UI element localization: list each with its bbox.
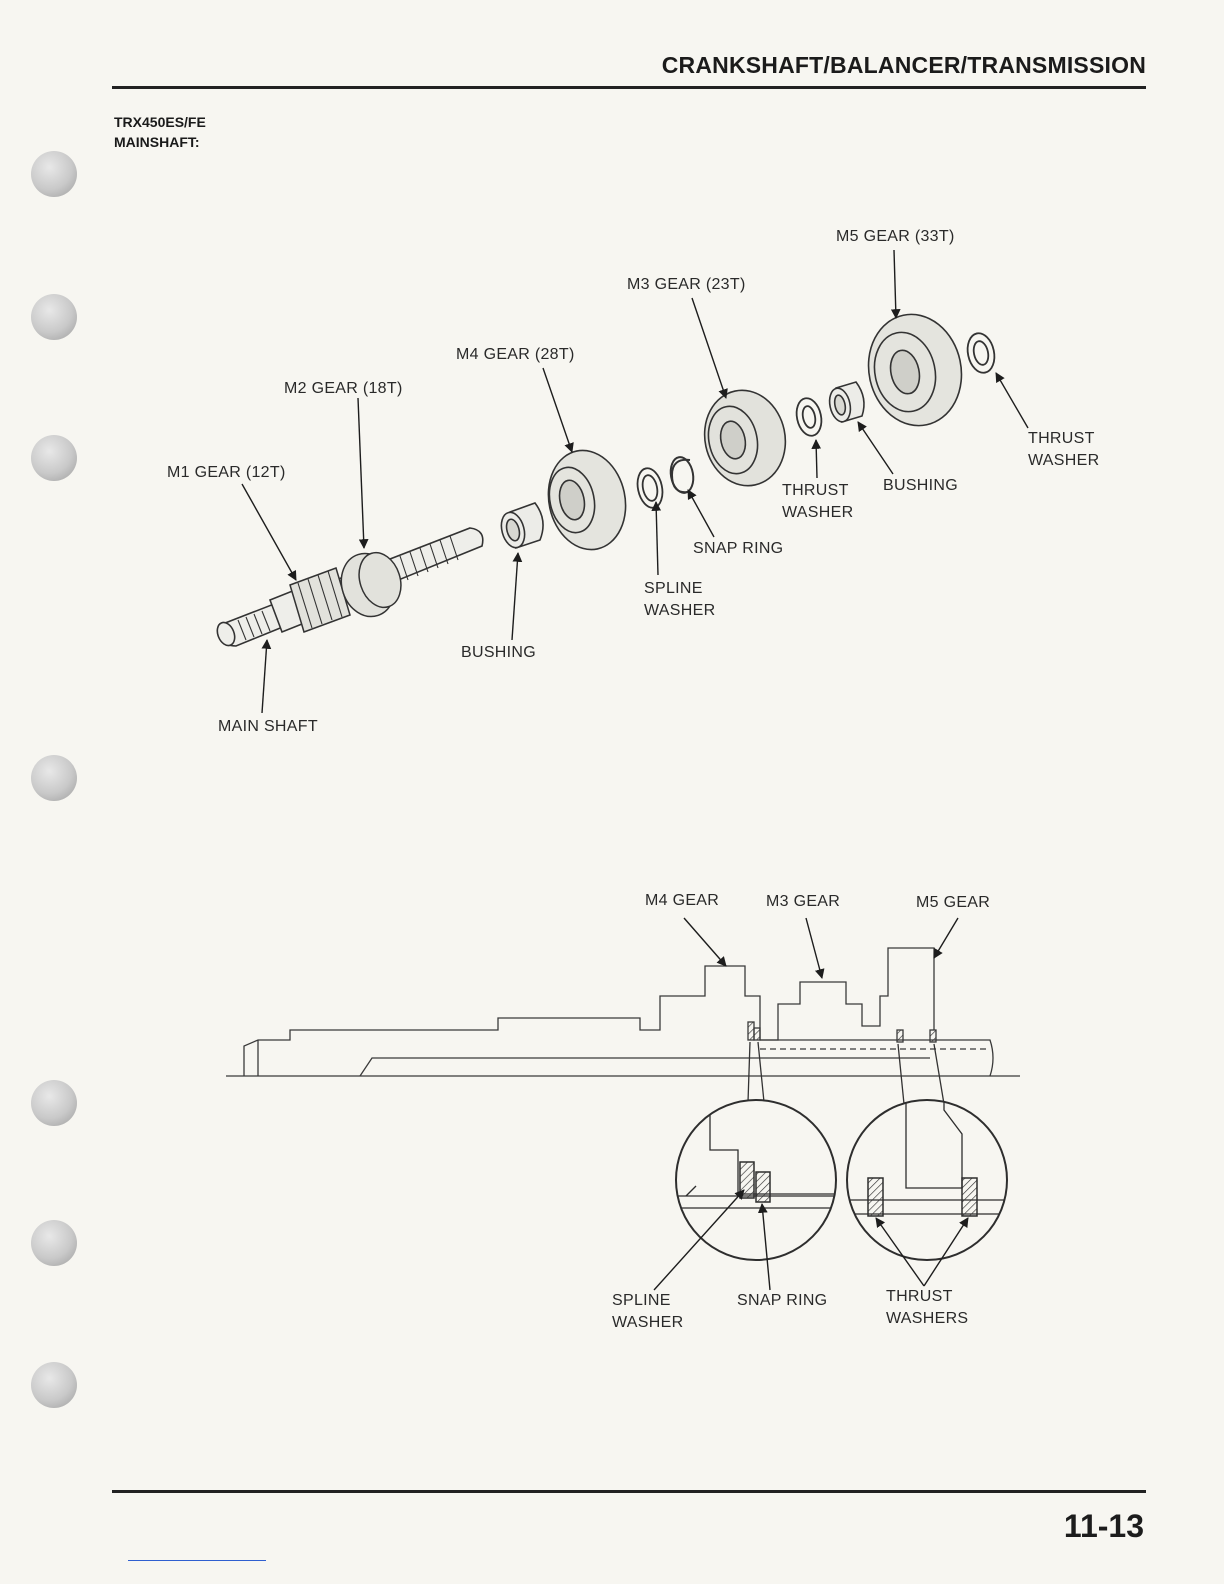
footer-rule [112, 1490, 1146, 1493]
m5-gear-part [858, 306, 971, 435]
label-m3-gear: M3 GEAR (23T) [627, 274, 746, 296]
detail-circle-thrust [846, 1100, 1010, 1260]
label-line: SPLINE [612, 1290, 683, 1312]
label-section-m4-gear: M4 GEAR [645, 890, 719, 912]
label-m5-gear: M5 GEAR (33T) [836, 226, 955, 248]
label-thrust-washer-2: THRUST WASHER [1028, 428, 1099, 472]
label-section-m5-gear: M5 GEAR [916, 892, 990, 914]
label-section-spline-washer: SPLINE WASHER [612, 1290, 683, 1334]
label-section-m3-gear: M3 GEAR [766, 891, 840, 913]
scan-artifact-line [128, 1560, 266, 1561]
label-line: WASHER [1028, 450, 1099, 472]
label-section-thrust-washers: THRUST WASHERS [886, 1286, 968, 1330]
m4-gear-part [539, 443, 634, 557]
label-spline-washer: SPLINE WASHER [644, 578, 715, 622]
m3-gear-part [696, 383, 794, 494]
label-m4-gear: M4 GEAR (28T) [456, 344, 575, 366]
thrust-washer-part-2 [964, 331, 998, 376]
label-snap-ring: SNAP RING [693, 538, 783, 560]
label-line: WASHERS [886, 1308, 968, 1330]
label-bushing-2: BUSHING [883, 475, 958, 497]
bushing-part [498, 503, 543, 550]
snap-ring-part [668, 455, 696, 494]
shaft-cross-section [226, 948, 1020, 1076]
label-line: WASHER [644, 600, 715, 622]
label-m2-gear: M2 GEAR (18T) [284, 378, 403, 400]
label-thrust-washer: THRUST WASHER [782, 480, 853, 524]
thrust-washer-part [793, 396, 824, 438]
label-bushing: BUSHING [461, 642, 536, 664]
detail-circle-spline-snap [676, 1100, 840, 1260]
label-line: WASHER [612, 1312, 683, 1334]
page-number: 11-13 [1064, 1508, 1144, 1545]
label-m1-gear: M1 GEAR (12T) [167, 462, 286, 484]
label-line: THRUST [782, 480, 853, 502]
label-line: SPLINE [644, 578, 715, 600]
label-section-snap-ring: SNAP RING [737, 1290, 827, 1312]
label-line: WASHER [782, 502, 853, 524]
spline-washer-part [634, 466, 666, 510]
label-line: THRUST [886, 1286, 968, 1308]
detail-connectors [748, 1042, 944, 1104]
label-main-shaft: MAIN SHAFT [218, 716, 318, 738]
bushing-part-2 [827, 382, 864, 424]
label-line: THRUST [1028, 428, 1099, 450]
